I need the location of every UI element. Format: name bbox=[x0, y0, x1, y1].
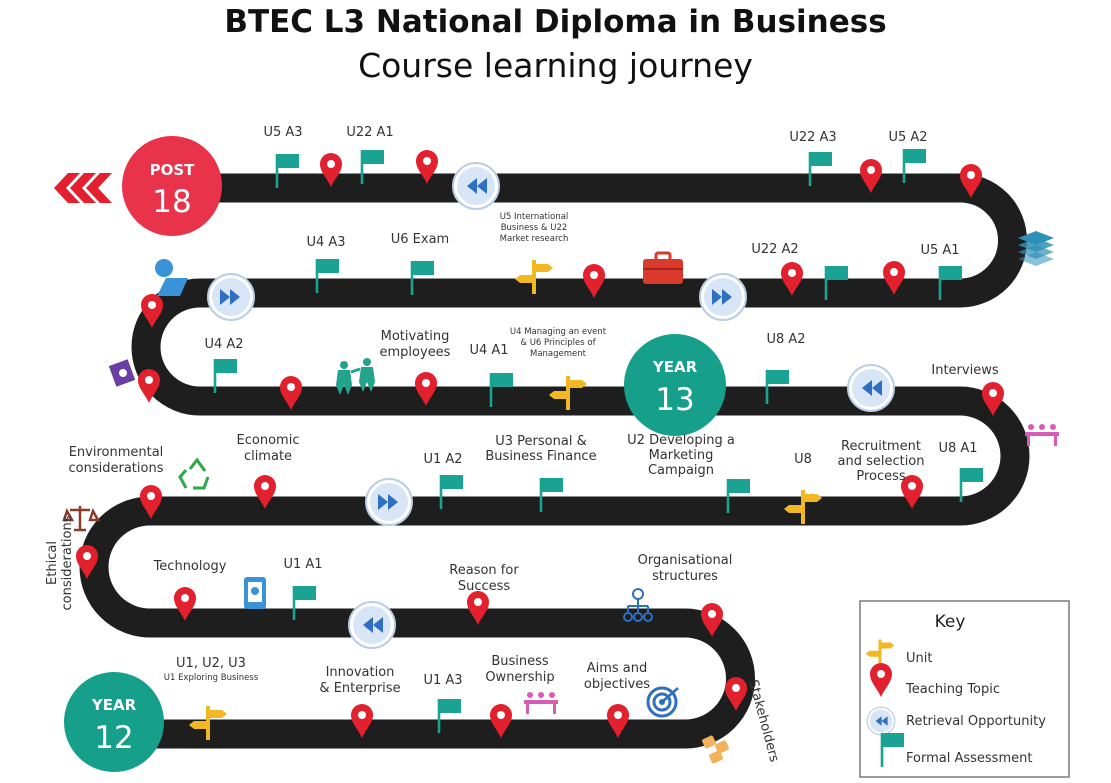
label-u8-a2: U8 A2 bbox=[766, 332, 805, 347]
label-u2-2: Marketing bbox=[649, 448, 714, 463]
books-icon bbox=[1018, 231, 1054, 266]
label-u3-1: U3 Personal & bbox=[495, 434, 586, 449]
certificate-icon bbox=[108, 359, 136, 387]
label-u2-1: U2 Developing a bbox=[627, 433, 735, 448]
briefcase-icon bbox=[643, 251, 683, 284]
label-u1-a2: U1 A2 bbox=[423, 452, 462, 467]
recycle-icon bbox=[178, 457, 210, 490]
label-u5-international-1: U5 International bbox=[500, 212, 569, 222]
label-environmental-1: Environmental bbox=[69, 445, 164, 460]
label-u8-a1: U8 A1 bbox=[938, 441, 977, 456]
label-motivating-2: employees bbox=[380, 345, 451, 360]
label-recruitment-1: Recruitment bbox=[841, 439, 921, 454]
post18-badge: POST 18 bbox=[122, 136, 222, 236]
label-ethical-1: Ethical bbox=[45, 541, 60, 585]
legend-assessment: Formal Assessment bbox=[906, 751, 1032, 766]
label-environmental-2: considerations bbox=[69, 461, 164, 476]
rewind-icon bbox=[866, 706, 896, 736]
label-economic-1: Economic bbox=[237, 433, 300, 448]
page-subtitle: Course learning journey bbox=[358, 46, 753, 85]
label-interviews: Interviews bbox=[931, 363, 998, 378]
year13-badge-top: YEAR bbox=[652, 358, 698, 376]
label-motivating-1: Motivating bbox=[381, 329, 450, 344]
org-chart-icon bbox=[623, 588, 653, 622]
post18-badge-top: POST bbox=[150, 161, 196, 179]
label-u1-a1: U1 A1 bbox=[283, 557, 322, 572]
page-title: BTEC L3 National Diploma in Business bbox=[224, 4, 887, 40]
year12-badge-top: YEAR bbox=[91, 696, 137, 714]
label-reason-1: Reason for bbox=[449, 563, 519, 578]
label-u22-a1: U22 A1 bbox=[346, 125, 393, 140]
label-u1-u2-u3: U1, U2, U3 bbox=[176, 656, 246, 671]
label-organisational-1: Organisational bbox=[638, 553, 733, 568]
label-u22-a2: U22 A2 bbox=[751, 242, 798, 257]
label-recruitment-3: Process bbox=[856, 469, 906, 484]
label-reason-2: Success bbox=[458, 579, 511, 594]
post18-badge-num: 18 bbox=[152, 184, 191, 220]
label-u4-managing-3: Management bbox=[530, 349, 587, 359]
legend-title: Key bbox=[935, 612, 966, 632]
fast-forward-icon bbox=[365, 478, 413, 526]
label-u4-a1: U4 A1 bbox=[469, 343, 508, 358]
label-organisational-2: structures bbox=[652, 569, 718, 584]
rewind-icon bbox=[847, 364, 895, 412]
label-u4-managing-2: & U6 Principles of bbox=[520, 338, 596, 348]
label-u2-3: Campaign bbox=[648, 463, 714, 478]
label-u4-a3: U4 A3 bbox=[306, 235, 345, 250]
legend-unit: Unit bbox=[906, 651, 932, 666]
label-u1-exploring: U1 Exploring Business bbox=[164, 673, 259, 683]
label-stakeholders: Stakeholders bbox=[745, 678, 781, 764]
label-recruitment-2: and selection bbox=[837, 454, 924, 469]
label-u6-exam: U6 Exam bbox=[391, 232, 449, 247]
label-economic-2: climate bbox=[244, 449, 292, 464]
label-innovation-1: Innovation bbox=[326, 665, 395, 680]
label-ethical-group: Ethical considerations bbox=[45, 515, 75, 610]
label-u3-2: Business Finance bbox=[485, 449, 596, 464]
teamwork-icon bbox=[336, 358, 375, 395]
year12-badge: YEAR 12 bbox=[64, 672, 164, 772]
label-u1-a3: U1 A3 bbox=[423, 673, 462, 688]
label-u4-managing-1: U4 Managing an event bbox=[510, 327, 607, 337]
legend-retrieval: Retrieval Opportunity bbox=[906, 714, 1046, 729]
meeting-icon bbox=[524, 692, 558, 714]
label-business-ownership-1: Business bbox=[491, 654, 549, 669]
label-u5-international-3: Market research bbox=[500, 234, 569, 244]
rewind-icon bbox=[348, 601, 396, 649]
label-u5-a3: U5 A3 bbox=[263, 125, 302, 140]
label-business-ownership-2: Ownership bbox=[485, 670, 554, 685]
label-u5-international-2: Business & U22 bbox=[501, 223, 568, 233]
label-aims-1: Aims and bbox=[587, 661, 648, 676]
legend-teaching-topic: Teaching Topic bbox=[905, 682, 1000, 697]
meeting-icon bbox=[1025, 424, 1059, 446]
year12-badge-num: 12 bbox=[94, 720, 133, 756]
label-u22-a3: U22 A3 bbox=[789, 130, 836, 145]
fast-forward-icon bbox=[207, 273, 255, 321]
scales-icon bbox=[62, 506, 101, 532]
legend: Key Unit Teaching Topic Retrieval Opport… bbox=[859, 600, 1070, 778]
label-u8: U8 bbox=[794, 452, 812, 467]
rewind-icon bbox=[452, 162, 500, 210]
label-technology: Technology bbox=[153, 559, 227, 574]
year13-badge: YEAR 13 bbox=[624, 334, 726, 436]
label-u5-a2: U5 A2 bbox=[888, 130, 927, 145]
year13-badge-num: 13 bbox=[655, 382, 694, 418]
label-u5-a1: U5 A1 bbox=[920, 243, 959, 258]
fast-forward-icon bbox=[699, 273, 747, 321]
person-icon bbox=[155, 259, 188, 296]
label-ethical-2: considerations bbox=[60, 515, 75, 610]
label-u4-a2: U4 A2 bbox=[204, 337, 243, 352]
phone-icon bbox=[244, 577, 266, 609]
target-icon bbox=[646, 686, 679, 718]
double-chevron-left-icon bbox=[54, 173, 112, 203]
label-aims-2: objectives bbox=[584, 677, 650, 692]
label-innovation-2: & Enterprise bbox=[319, 681, 400, 696]
hands-icon bbox=[702, 735, 729, 764]
